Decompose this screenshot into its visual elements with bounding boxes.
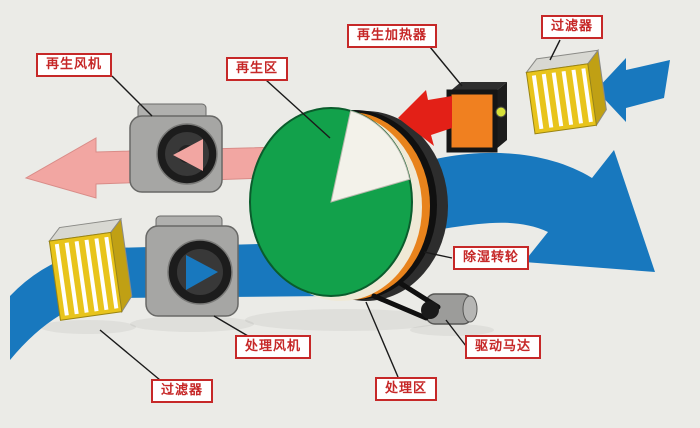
belt-pulley — [421, 301, 439, 319]
leader-regen-zone — [265, 79, 331, 139]
drive-assembly — [371, 280, 478, 325]
label-regen-fan: 再生风机 — [36, 53, 113, 78]
filter-top-unit — [525, 49, 607, 135]
heater-indicator-light — [495, 106, 507, 118]
process-fan-flow-arrowhead — [186, 255, 218, 290]
filter-bottom-pleats — [54, 236, 119, 316]
leader-process-zone — [365, 301, 399, 378]
filter-top-pleats — [531, 68, 593, 130]
label-regen-zone: 再生区 — [226, 57, 289, 82]
label-motor: 驱动马达 — [465, 335, 542, 360]
regeneration-heater — [446, 82, 507, 153]
label-process-fan: 处理风机 — [235, 335, 312, 360]
leader-wheel — [423, 251, 453, 259]
leader-filter-bottom — [99, 329, 161, 381]
process-air-outlet-arrow — [400, 150, 655, 272]
regeneration-fan — [129, 103, 223, 193]
label-regen-heater: 再生加热器 — [347, 24, 438, 49]
label-filter-top: 过滤器 — [541, 15, 604, 40]
label-process-zone: 处理区 — [375, 377, 438, 402]
leader-regen-heater — [429, 46, 463, 87]
hot-air-arrow — [398, 90, 452, 146]
label-wheel: 除湿转轮 — [453, 246, 530, 271]
regen-air-inlet-arrow — [596, 58, 670, 122]
filter-bottom-unit — [48, 217, 133, 321]
regen-fan-flow-arrowhead — [173, 139, 203, 171]
leader-motor — [445, 319, 467, 347]
leader-regen-fan — [111, 75, 153, 117]
drive-motor-cap — [462, 295, 478, 323]
leader-lines — [99, 39, 561, 381]
label-filter-bottom: 过滤器 — [151, 379, 214, 404]
dehumidification-wheel — [249, 107, 448, 301]
process-fan — [145, 215, 239, 317]
ground-shadows — [40, 309, 494, 336]
leader-process-fan — [213, 315, 249, 337]
leader-filter-top — [549, 39, 561, 61]
regen-sector-wedge — [330, 110, 411, 203]
heater-front-face — [446, 89, 498, 153]
